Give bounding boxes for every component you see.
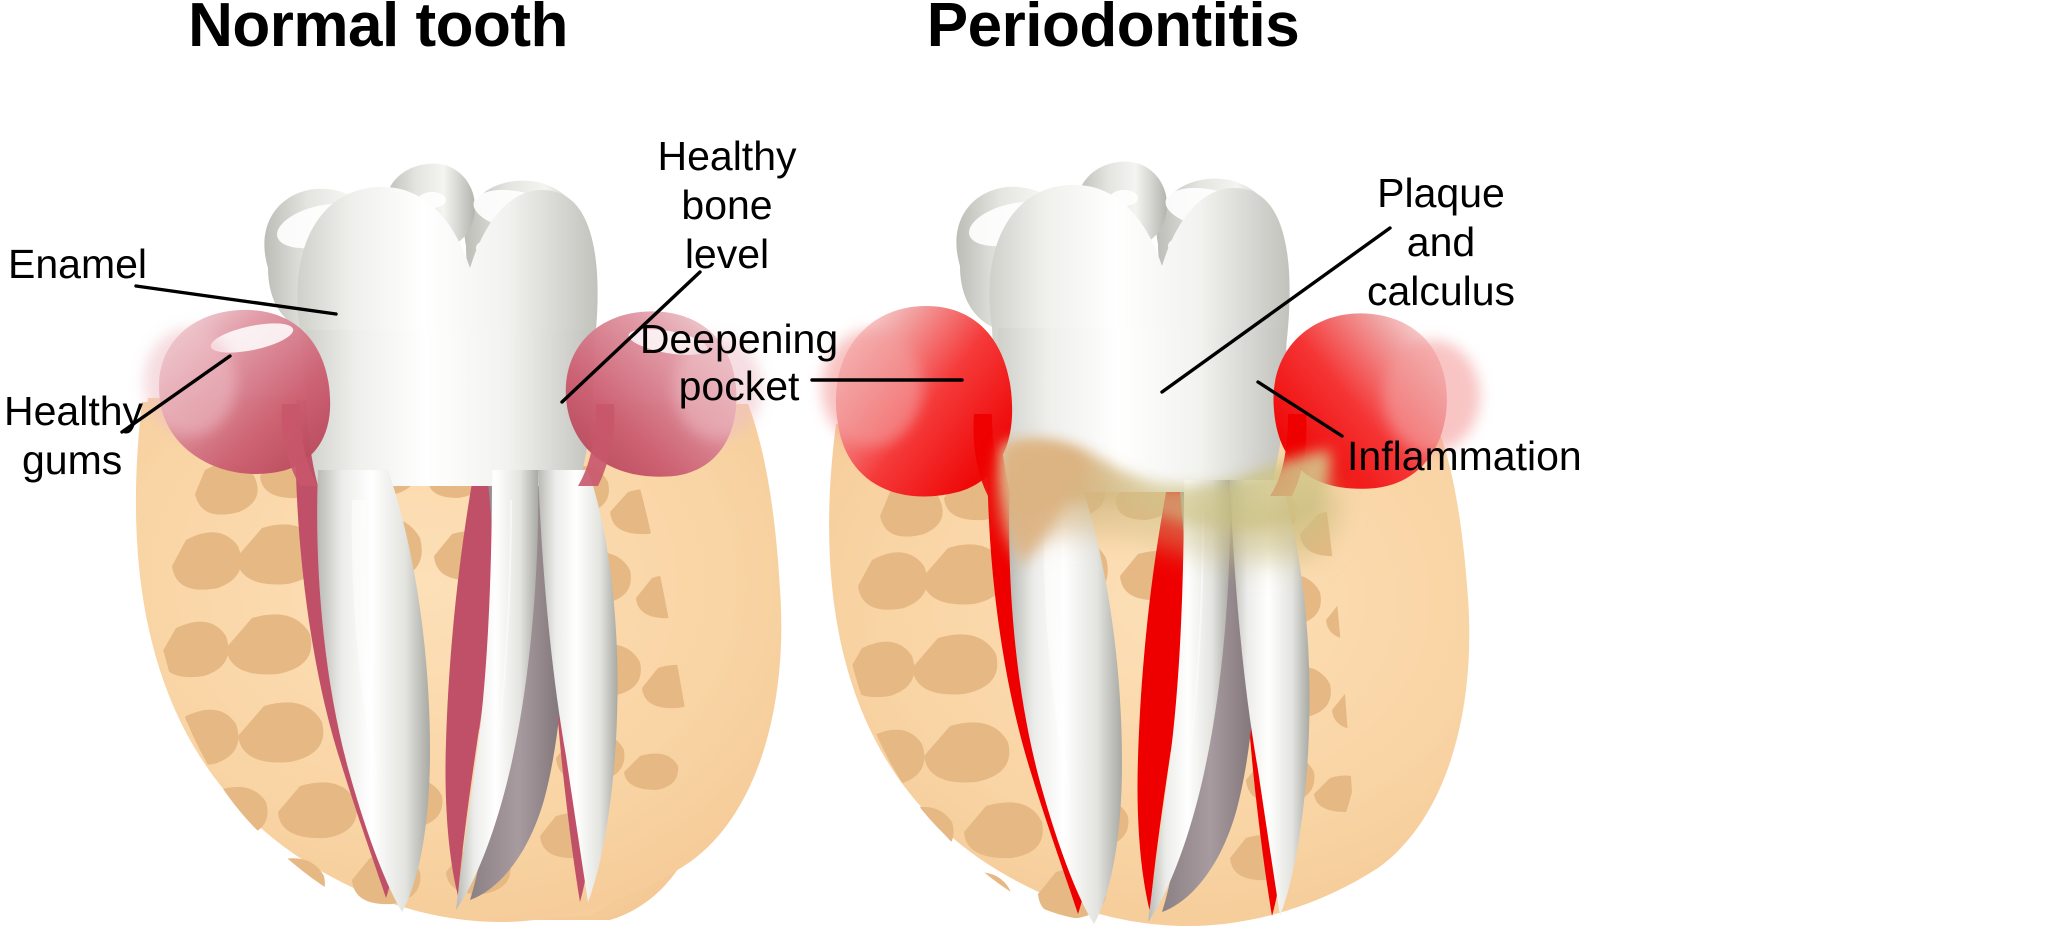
leader-plaque-and-calculus xyxy=(1160,226,1392,394)
label-deepening-pocket-line2: pocket xyxy=(679,363,800,409)
label-plaque-line3: calculus xyxy=(1367,268,1515,314)
label-healthy-bone-line2: bone xyxy=(681,182,772,228)
plaque-and-calculus-deposit xyxy=(1001,438,1340,566)
crown-body-left xyxy=(305,330,595,486)
label-plaque-line1: Plaque xyxy=(1377,170,1505,216)
gum-collar-left xyxy=(281,404,615,486)
label-enamel: Enamel xyxy=(8,241,147,287)
leader-healthy-gums xyxy=(120,354,232,434)
label-healthy-gums-line1: Healthy xyxy=(4,388,144,434)
label-healthy-gums-line2: gums xyxy=(22,437,122,483)
title-periodontitis: Periodontitis xyxy=(927,0,1299,60)
root-highlights-left xyxy=(351,500,512,790)
tooth-roots-right xyxy=(1009,480,1310,924)
label-plaque-line2: and xyxy=(1407,219,1475,265)
normal-tooth-illustration xyxy=(135,163,782,922)
tooth-roots-left xyxy=(317,470,618,912)
title-normal-tooth: Normal tooth xyxy=(188,0,568,60)
inflamed-gums-right xyxy=(822,306,1480,497)
leader-lines xyxy=(120,226,1392,438)
leader-healthy-bone-level xyxy=(560,270,702,404)
leader-inflammation xyxy=(1256,380,1344,438)
label-deepening-pocket-line1: Deepening xyxy=(640,316,838,362)
leader-enamel xyxy=(134,284,338,316)
label-healthy-bone-line1: Healthy xyxy=(657,133,797,179)
label-healthy-bone-line3: level xyxy=(685,231,769,277)
label-inflammation: Inflammation xyxy=(1347,433,1582,479)
